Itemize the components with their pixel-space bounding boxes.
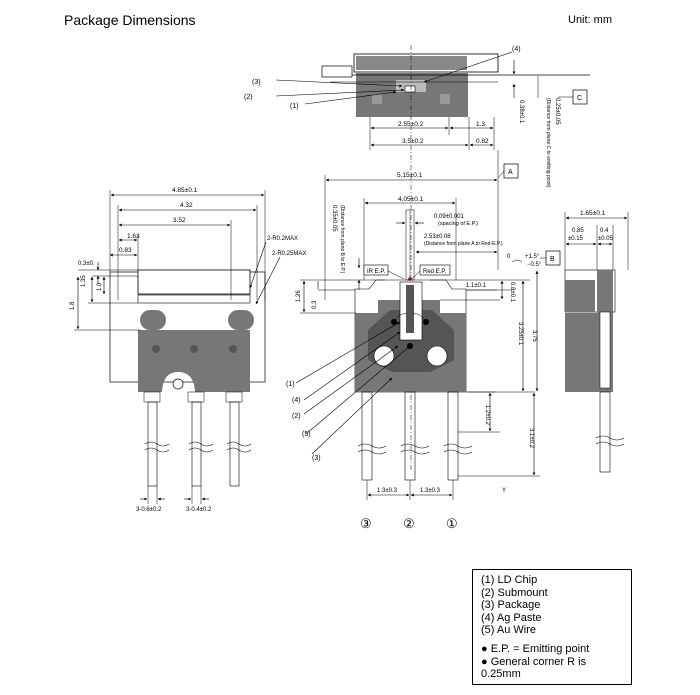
note-plane-c: (Distance from plane C to emitting point…: [545, 98, 551, 188]
lead-width-0-4: 3-0.4±0.2: [186, 507, 212, 513]
ref-c-label: C: [577, 95, 582, 102]
pin-label-3: ③: [360, 516, 372, 531]
ld-chip: [406, 285, 414, 333]
dim-0-4: 0.4: [600, 228, 609, 234]
legend-item-ag-paste: (4) Ag Paste: [481, 611, 542, 624]
pitch-right: 1.3±0.3: [420, 488, 441, 494]
top-callout-3: (3): [252, 79, 261, 86]
note-plane-a: (Distance from plane A to Red-E.P.): [424, 241, 503, 247]
dim-left-0-3: 0.3±0.: [78, 261, 95, 267]
dim-1-0: 1.0: [97, 282, 103, 291]
legend-item-submount: (2) Submount: [481, 586, 548, 599]
dim-3-52: 3.52: [173, 217, 186, 224]
dim-1-2: 1.2±0.2: [484, 405, 490, 426]
front-callout-5: (5): [302, 431, 311, 438]
top-view: (3) (2) (1) (4) 2.55±0.2 1.3 3.5±0.2 0.8…: [244, 45, 590, 470]
left-view: 4.85±0.1 4.32 3.52 1.63 0.83 0.3±0. 1.35…: [70, 187, 306, 513]
pin-label-2: ②: [403, 516, 415, 531]
front-callout-2: (2): [292, 413, 301, 420]
dim-5-15: 5.15±0.1: [397, 172, 423, 179]
dim-top-0-38: 0.38±0.1: [518, 100, 524, 124]
angle-zero: 0: [507, 254, 511, 260]
dim-1-8: 1.8: [70, 301, 76, 310]
legend-note-ep: ● E.P. = Emitting point: [481, 642, 590, 655]
note-plane-b: (Distance from plane B to E.P.): [339, 205, 345, 274]
dim-1-26: 1.26: [296, 290, 302, 302]
dim-front-0-3: 0.3: [312, 300, 318, 309]
unit-label: Unit: mm: [568, 14, 612, 26]
front-view: 5.15±0.1 A 4.05±0.1 0.35±0.05 (Distance …: [286, 150, 561, 531]
radius-r0-25: 2-R0.25MAX: [272, 251, 306, 257]
lead-width-0-6: 3-0.6±0.2: [136, 507, 162, 513]
dim-0-8: 0.8±0.1: [509, 282, 515, 303]
left-package-body: [138, 330, 250, 392]
dim-4-85: 4.85±0.1: [172, 187, 198, 194]
radius-r0-2: 2-R0.2MAX: [267, 236, 298, 242]
front-callout-4: (4): [292, 397, 301, 404]
dim-0-4-tol: ±0.05: [598, 236, 614, 242]
y-label: Y: [502, 488, 506, 494]
ir-ep-label: IR E.P.: [367, 269, 386, 275]
dim-0-83: 0.83: [119, 247, 132, 254]
left-tab-left: [140, 310, 166, 330]
page-title: Package Dimensions: [64, 12, 196, 28]
legend-item-ld-chip: (1) LD Chip: [481, 574, 538, 586]
ir-ep-label-box: [363, 264, 389, 276]
dim-top-2-55: 2.55±0.2: [398, 121, 424, 128]
note-ep-spacing: (spacing of E.P.): [438, 221, 478, 227]
dim-2-53: 2.53±0.08: [424, 234, 451, 240]
front-callout-3: (3): [312, 455, 321, 462]
dim-3-25: 3.25±0.1: [517, 322, 523, 346]
red-ep-label: Red E.P.: [423, 269, 447, 275]
dim-top-0-25: 0.25±0.05: [554, 98, 560, 125]
top-callout-4: (4): [512, 46, 521, 53]
dim-0-35: 0.35±0.05: [331, 205, 337, 232]
angle-minus: −0.5°: [527, 262, 542, 268]
top-callout-2: (2): [244, 94, 253, 101]
dim-0-09: 0.09±0.001: [434, 214, 465, 220]
red-ep-label-box: [419, 264, 451, 276]
pitch-left: 1.3±0.3: [377, 488, 398, 494]
dim-0-85-tol: ±0.15: [568, 236, 584, 242]
top-callout-1: (1): [290, 103, 299, 110]
dim-top-3-5: 3.5±0.2: [402, 138, 424, 145]
dim-3-1: 3.1±0.2: [528, 428, 534, 449]
ref-b-label: B: [550, 256, 555, 263]
dim-4-05: 4.05±0.1: [398, 196, 424, 203]
legend-note-corner: ● General corner R is 0.25mm: [481, 655, 587, 681]
dim-1-65: 1.65±0.1: [580, 210, 606, 217]
dim-1-63: 1.63: [127, 233, 140, 240]
legend-box: (1) LD Chip (2) Submount (3) Package (4)…: [472, 569, 632, 685]
ref-a-label: A: [508, 169, 513, 176]
dim-top-1-3: 1.3: [476, 121, 485, 128]
dim-1-35: 1.35: [81, 275, 87, 287]
pin-label-1: ①: [446, 516, 458, 531]
dim-top-0-82: 0.82: [476, 138, 489, 145]
front-callout-1: (1): [286, 381, 295, 388]
dim-3-75: 3.75: [531, 330, 537, 342]
dim-1-1: 1.1±0.1: [466, 283, 487, 289]
left-tab-right: [228, 310, 254, 330]
side-view: 1.65±0.1 0.85 ±0.15 0.4 ±0.05: [564, 210, 629, 473]
angle-plus: +1.5°: [525, 254, 540, 260]
dim-4-32: 4.32: [180, 202, 193, 209]
dim-0-85: 0.85: [572, 228, 584, 234]
legend-item-au-wire: (5) Au Wire: [481, 624, 537, 637]
side-upper-block: [565, 280, 595, 312]
legend-item-package: (3) Package: [481, 599, 541, 612]
